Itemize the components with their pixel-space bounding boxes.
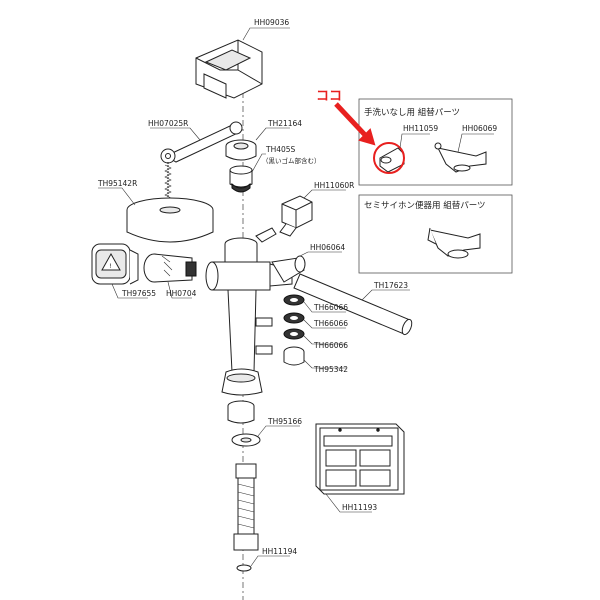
panel-part-hh11193[interactable]	[315, 423, 405, 495]
kit-box-no-hand-wash	[358, 98, 513, 186]
main-valve-body[interactable]	[205, 227, 293, 396]
label-th405s: TH405S	[265, 145, 296, 154]
label-hh11060r: HH11060R	[314, 181, 354, 190]
kit-box-semi-siphon	[358, 194, 513, 274]
highlight-circle	[373, 142, 405, 174]
svg-text:!: !	[109, 262, 112, 270]
ring-part-th66066-1[interactable]	[283, 294, 305, 306]
float-part-th95142r[interactable]	[126, 162, 214, 243]
oring-part-hh11194[interactable]	[236, 564, 252, 572]
nut-part-th95342[interactable]	[283, 346, 305, 366]
solenoid-part-hh11060r[interactable]	[279, 195, 313, 237]
kit-box-semi-siphon-title: セミサイホン便器用 組替パーツ	[364, 200, 486, 211]
label-hh09036: HH09036	[254, 18, 289, 27]
elbow-part-hh06064[interactable]	[271, 255, 306, 283]
pipe-part-th17623[interactable]	[293, 273, 414, 336]
label-hh06069: HH06069	[462, 124, 497, 133]
label-th66066-1: TH66066	[313, 303, 348, 312]
flexible-hose[interactable]	[233, 463, 259, 551]
label-hh11193: HH11193	[342, 503, 377, 512]
ring-part-th66066-3[interactable]	[283, 328, 305, 340]
label-hh11059: HH11059	[403, 124, 438, 133]
elbow-part-hh06069[interactable]	[434, 142, 487, 173]
label-th95166: TH95166	[267, 417, 302, 426]
control-unit-part-th97655[interactable]: !	[91, 243, 139, 285]
nut-part-th21164[interactable]	[225, 139, 257, 161]
callout-text: ココ	[316, 89, 342, 104]
label-th66066-3: TH66066	[313, 341, 348, 350]
label-th17623: TH17623	[373, 281, 408, 290]
label-th21164: TH21164	[267, 119, 302, 128]
kit-box-no-hand-wash-title: 手洗いなし用 組替パーツ	[364, 107, 460, 118]
ring-part-th66066-2[interactable]	[283, 312, 305, 324]
callout-arrow	[334, 102, 376, 146]
label-th405s-note: （黒いゴム部含む）	[262, 156, 321, 165]
label-th95342: TH95342	[313, 365, 348, 374]
valve-part-hh11059[interactable]	[379, 147, 405, 173]
washer-part-th95166[interactable]	[231, 433, 261, 447]
label-th95142r: TH95142R	[97, 179, 137, 188]
cover-part-hh09036[interactable]	[195, 39, 263, 99]
label-hh06064: HH06064	[310, 243, 345, 252]
label-hh0704: HH0704	[166, 289, 197, 298]
label-hh11194: HH11194	[262, 547, 297, 556]
label-hh07025r: HH07025R	[148, 119, 188, 128]
elbow-part-semi-siphon[interactable]	[427, 227, 481, 259]
valve-part-th405s[interactable]	[229, 165, 253, 193]
lever-part-hh07025r[interactable]	[160, 121, 243, 164]
sensor-part-hh0704[interactable]	[143, 253, 197, 283]
label-th66066-2: TH66066	[313, 319, 348, 328]
lower-fitting[interactable]	[227, 400, 255, 424]
label-th97655: TH97655	[121, 289, 156, 298]
